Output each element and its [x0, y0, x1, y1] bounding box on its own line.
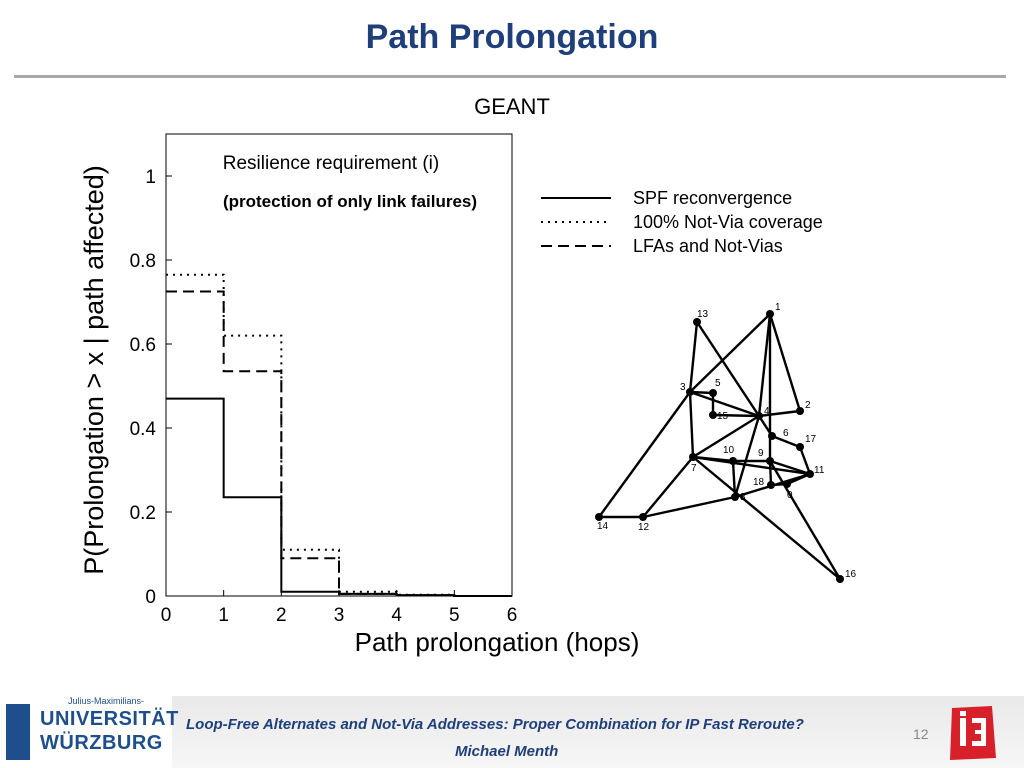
network-link — [771, 434, 801, 449]
network-node-label: 10 — [723, 445, 735, 456]
network-node-label: 11 — [814, 465, 825, 476]
network-node — [689, 453, 697, 461]
network-node — [686, 388, 694, 396]
network-node — [595, 513, 603, 521]
page-number: 12 — [913, 726, 929, 742]
network-node — [639, 513, 647, 521]
network-link — [733, 415, 761, 498]
network-node-label: 0 — [787, 490, 793, 501]
network-node — [767, 481, 775, 489]
series-step-line — [166, 397, 512, 597]
network-link — [768, 313, 802, 412]
network-node — [783, 480, 791, 488]
network-link — [768, 460, 842, 580]
network-node-label: 13 — [697, 309, 709, 320]
y-tick-label: 0 — [145, 587, 156, 608]
y-axis-label: P(Prolongation > x | path affected) — [79, 165, 109, 575]
title-divider — [14, 75, 1006, 78]
series-step-line — [166, 290, 512, 597]
y-tick-label: 0.8 — [130, 251, 156, 272]
network-node — [709, 389, 717, 397]
y-tick-label: 1 — [145, 167, 156, 188]
series-step-line — [166, 273, 512, 597]
y-tick-label: 0.6 — [130, 335, 156, 356]
x-tick-label: 3 — [334, 605, 345, 626]
network-node-label: 15 — [717, 411, 729, 422]
network-node — [729, 457, 737, 465]
network-node — [709, 411, 717, 419]
plot-series — [166, 273, 512, 597]
network-link — [798, 446, 812, 475]
network-node — [796, 443, 804, 451]
network-node — [836, 575, 844, 583]
talk-title: Loop-Free Alternates and Not-Via Address… — [186, 716, 804, 733]
legend-label: 100% Not-Via coverage — [633, 212, 823, 232]
university-name-line2: WÜRZBURG — [40, 732, 163, 754]
network-link — [758, 409, 801, 418]
y-tick-label: 0.2 — [130, 503, 156, 524]
network-link — [695, 321, 761, 417]
institute-logo — [950, 706, 996, 760]
network-node-label: 4 — [764, 406, 770, 417]
network-node — [796, 407, 804, 415]
network-node-label: 1 — [775, 302, 781, 313]
network-link — [688, 321, 699, 393]
y-tick-label: 0.4 — [130, 419, 157, 440]
network-link — [598, 391, 691, 518]
annotation-protection: (protection of only link failures) — [223, 192, 477, 211]
network-node — [693, 318, 701, 326]
network-link — [692, 456, 841, 580]
network-link — [689, 390, 760, 418]
footer: Julius-Maximilians- UNIVERSITÄT WÜRZBURG… — [0, 696, 1024, 768]
network-node — [806, 470, 814, 478]
network-link — [689, 313, 771, 393]
legend-label: SPF reconvergence — [633, 188, 792, 208]
network-node-label: 8 — [740, 492, 746, 503]
network-link — [642, 456, 694, 518]
network-link — [712, 413, 760, 418]
x-tick-label: 0 — [161, 605, 172, 626]
network-node-label: 12 — [638, 522, 650, 533]
network-node-label: 6 — [783, 428, 789, 439]
network-node — [768, 432, 776, 440]
network-node — [755, 412, 763, 420]
university-logo-mark — [6, 704, 30, 760]
x-tick-label: 4 — [391, 605, 402, 626]
annotation-requirement: Resilience requirement (i) — [223, 153, 439, 174]
network-node-label: 7 — [691, 463, 697, 474]
network-node-label: 5 — [715, 378, 721, 389]
network-node — [766, 310, 774, 318]
network-node-label: 3 — [680, 382, 686, 393]
x-tick-label: 1 — [218, 605, 229, 626]
legend-label: LFAs and Not-Vias — [633, 236, 783, 256]
network-node — [766, 457, 774, 465]
x-tick-label: 6 — [507, 605, 518, 626]
slide-subtitle: GEANT — [474, 94, 550, 119]
network-link — [757, 313, 772, 417]
network-node-label: 17 — [805, 434, 817, 445]
network-link — [688, 391, 695, 458]
network-node-label: 14 — [597, 521, 609, 532]
network-link — [768, 460, 773, 486]
x-tick-label: 2 — [276, 605, 287, 626]
network-node-label: 18 — [753, 477, 765, 488]
university-name-small: Julius-Maximilians- — [68, 696, 145, 706]
slide-title: Path Prolongation — [365, 18, 659, 56]
network-node-label: 9 — [758, 448, 764, 459]
network-link — [642, 495, 736, 519]
university-name-line1: UNIVERSITÄT — [40, 708, 179, 730]
network-node — [731, 493, 739, 501]
legend: SPF reconvergence 100% Not-Via coverageLF… — [541, 188, 823, 256]
network-link — [692, 414, 760, 459]
network-link — [692, 455, 811, 476]
x-axis-label: Path prolongation (hops) — [355, 627, 640, 657]
plot-ticks: 0 0.2 0.4 0.6 0.8 1 0 1 2 3 4 5 6 — [130, 167, 518, 626]
network-node-label: 2 — [805, 400, 811, 411]
network-node-label: 16 — [845, 569, 857, 580]
x-tick-label: 5 — [449, 605, 460, 626]
university-logo: Julius-Maximilians- UNIVERSITÄT WÜRZBURG — [0, 696, 178, 768]
author-name: Michael Menth — [455, 743, 559, 760]
